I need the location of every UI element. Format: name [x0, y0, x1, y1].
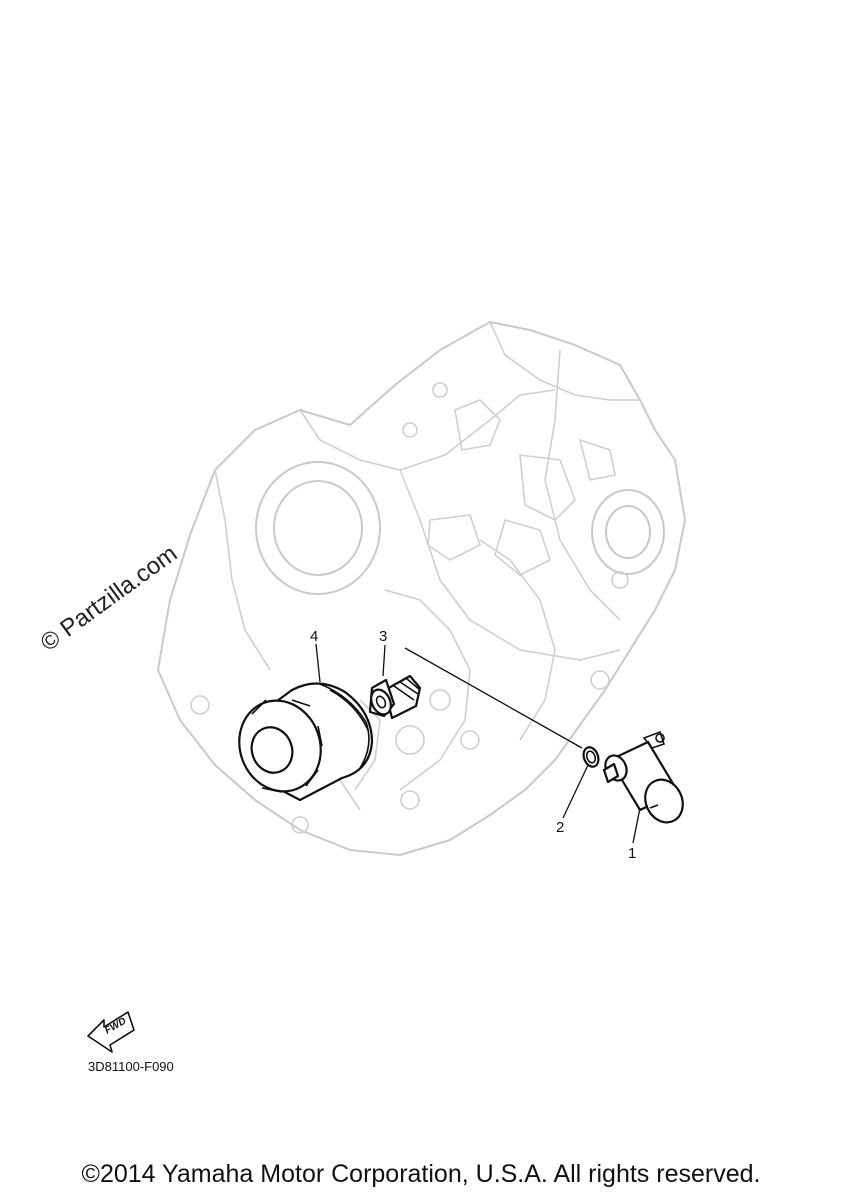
callout-1: 1	[628, 845, 636, 862]
callout-4-leader	[315, 643, 321, 683]
fwd-arrow-icon: FWD	[87, 1011, 135, 1053]
gasket[interactable]	[581, 745, 601, 769]
crankcase-outline	[157, 321, 686, 856]
callout-2-leader	[562, 764, 589, 819]
oil-filter[interactable]	[227, 682, 374, 802]
union-bolt[interactable]	[367, 674, 422, 720]
callout-2: 2	[556, 819, 564, 836]
watermark: © Partzilla.com	[36, 540, 183, 657]
callout-3: 3	[379, 628, 387, 645]
assembly-leader-line	[404, 647, 583, 749]
diagram-code: 3D81100-F090	[88, 1059, 174, 1074]
callout-3-leader	[382, 644, 386, 677]
copyright-notice: ©2014 Yamaha Motor Corporation, U.S.A. A…	[81, 1160, 761, 1188]
sender-unit[interactable]	[601, 730, 689, 829]
callout-4: 4	[310, 628, 318, 645]
callout-1-leader	[632, 807, 641, 844]
